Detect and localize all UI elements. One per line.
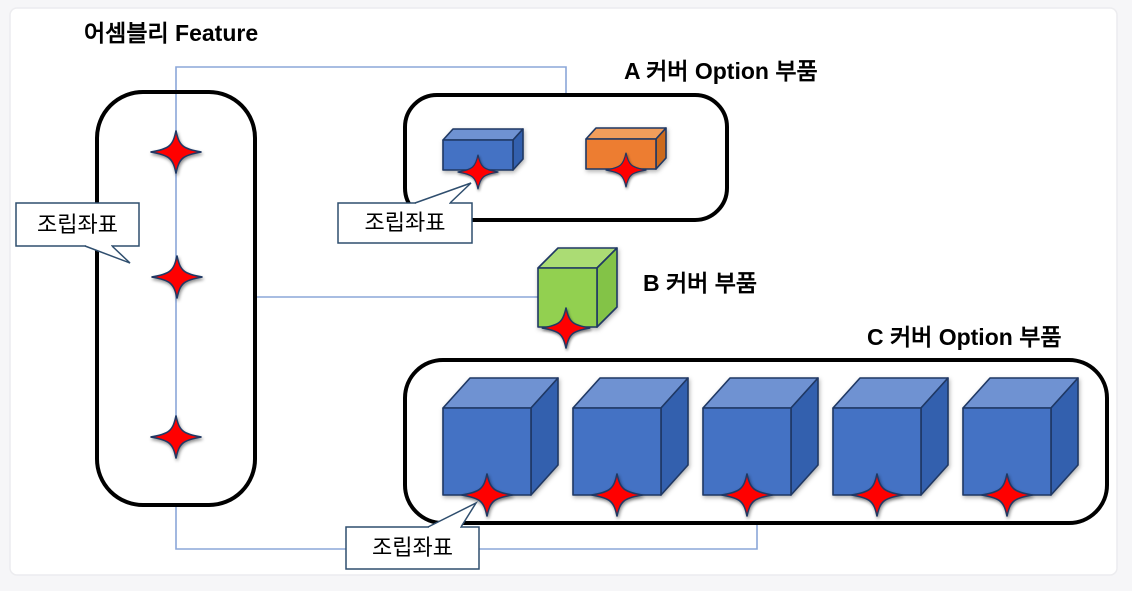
callout-assembly-label: 조립좌표 (37, 212, 118, 237)
callout-group-c-shape (345, 501, 480, 570)
assembly-title: 어셈블리 Feature (84, 20, 259, 46)
part-c-cube-1 (442, 377, 559, 496)
part-b-green-cube (537, 247, 618, 328)
callout-assembly-shape (15, 202, 140, 264)
part-a-blue-box (442, 128, 524, 171)
part-a-orange-box (585, 127, 667, 170)
part-c-cube-2 (572, 377, 689, 496)
callout-group-a-shape (337, 182, 473, 244)
group-b-title: B 커버 부품 (643, 270, 758, 296)
callout-group-a-label: 조립좌표 (364, 210, 446, 235)
group-a-title: A 커버 Option 부품 (624, 58, 818, 84)
callout-group-c-label: 조립좌표 (372, 535, 453, 560)
part-c-cube-4 (832, 377, 949, 496)
part-c-cube-5 (962, 377, 1079, 496)
connector-assembly-to-group-a (175, 66, 567, 97)
group-a-box (403, 93, 729, 222)
group-c-title: C 커버 Option 부품 (867, 324, 1062, 350)
part-c-cube-3 (702, 377, 819, 496)
